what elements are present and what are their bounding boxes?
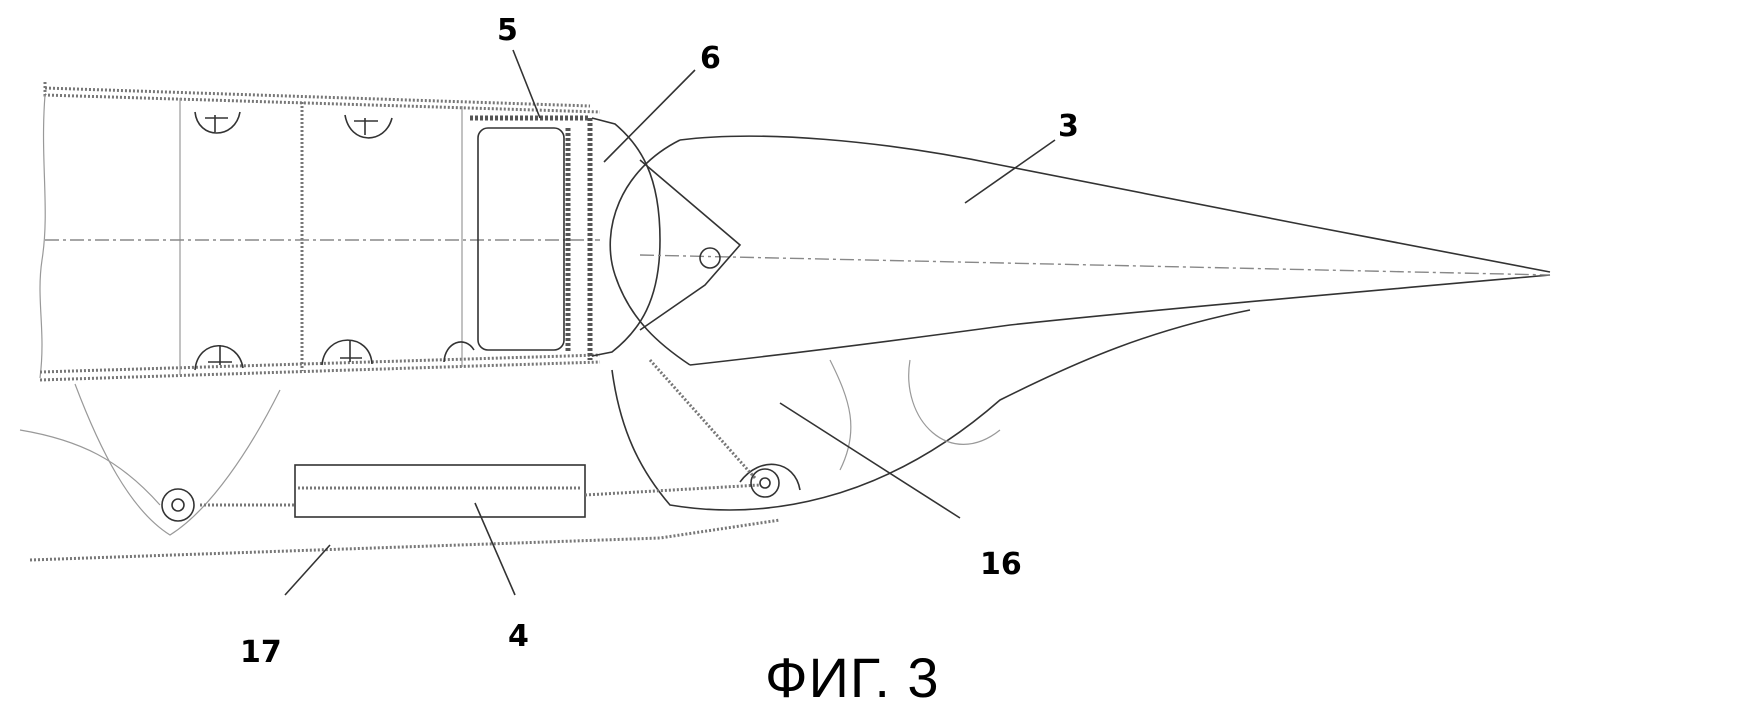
lower-skin bbox=[39, 353, 601, 382]
bracket-6 bbox=[591, 117, 661, 357]
fairing-17 bbox=[19, 383, 781, 562]
figure-caption: ФИГ. 3 bbox=[765, 646, 940, 709]
flap-3 bbox=[609, 135, 1551, 366]
actuator-4 bbox=[200, 463, 801, 518]
hinge-link bbox=[648, 359, 757, 479]
label-5: 5 bbox=[497, 13, 518, 48]
upper-skin bbox=[43, 82, 601, 114]
label-3: 3 bbox=[1058, 109, 1079, 144]
leader-lines bbox=[284, 49, 1056, 596]
label-16: 16 bbox=[980, 547, 1022, 582]
break-line bbox=[39, 94, 46, 379]
fairing-16 bbox=[611, 309, 1251, 511]
label-6: 6 bbox=[700, 41, 721, 76]
spar-box bbox=[45, 98, 600, 375]
label-4: 4 bbox=[508, 619, 529, 654]
spar-member-5 bbox=[470, 115, 593, 360]
label-17: 17 bbox=[240, 635, 282, 670]
